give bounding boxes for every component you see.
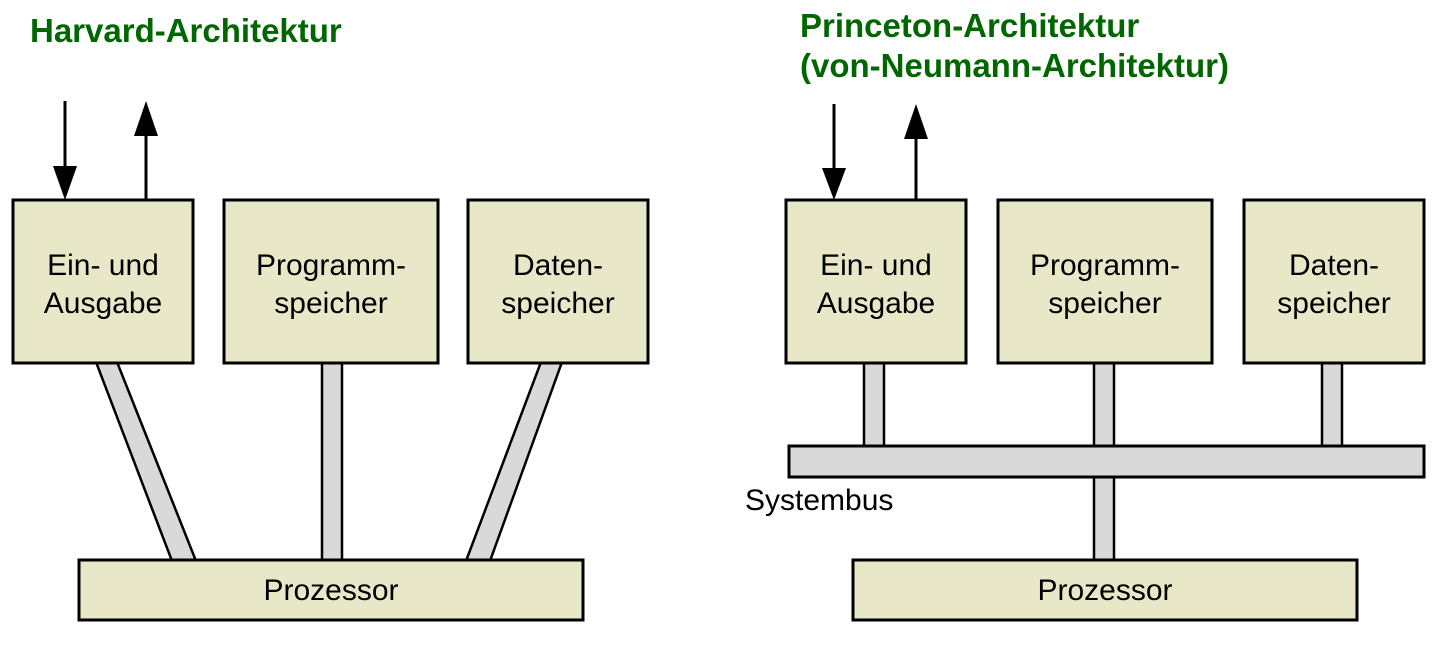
- left-processor-label: Prozessor: [263, 574, 398, 607]
- right-box-data-line1: Daten-: [1289, 249, 1379, 282]
- left-connector-program: [320, 360, 344, 563]
- left-diagram-title: Harvard-Architektur: [30, 12, 342, 49]
- right-box-program-line1: Programm-: [1030, 249, 1180, 282]
- right-input-arrow-icon: [822, 104, 846, 200]
- left-output-arrow-icon: [134, 101, 158, 200]
- left-box-io-line1: Ein- und: [47, 249, 159, 282]
- left-box-program-line1: Programm-: [256, 249, 406, 282]
- left-box-data-line2: speicher: [501, 287, 614, 320]
- left-connector-io: [94, 360, 198, 563]
- left-box-data-memory[interactable]: Daten- speicher: [466, 198, 650, 365]
- system-bus-label: Systembus: [745, 484, 893, 517]
- right-box-io-line1: Ein- und: [820, 249, 932, 282]
- left-box-processor[interactable]: Prozessor: [77, 558, 585, 622]
- left-box-program-memory[interactable]: Programm- speicher: [222, 198, 440, 365]
- left-box-program-line2: speicher: [274, 287, 387, 320]
- left-diagram-group: Harvard-Architektur Ein- und Ausgab: [11, 12, 650, 622]
- right-diagram-group: Princeton-Architektur (von-Neumann-Archi…: [745, 7, 1426, 622]
- left-box-io[interactable]: Ein- und Ausgabe: [11, 198, 195, 365]
- right-connector-program: [1092, 360, 1116, 449]
- system-bus-bar[interactable]: [787, 444, 1426, 479]
- right-processor-label: Prozessor: [1037, 574, 1172, 607]
- right-box-io-line2: Ausgabe: [817, 287, 935, 320]
- right-box-io[interactable]: Ein- und Ausgabe: [784, 198, 968, 365]
- right-box-data-line2: speicher: [1277, 287, 1390, 320]
- right-box-processor[interactable]: Prozessor: [851, 558, 1359, 622]
- left-box-data-line1: Daten-: [513, 249, 603, 282]
- right-box-program-line2: speicher: [1048, 287, 1161, 320]
- left-connector-data: [464, 360, 564, 563]
- left-box-io-line2: Ausgabe: [44, 287, 162, 320]
- right-output-arrow-icon: [904, 104, 928, 200]
- right-connector-data: [1320, 360, 1344, 449]
- right-diagram-title-line1: Princeton-Architektur: [800, 7, 1139, 44]
- right-connector-processor: [1092, 474, 1116, 563]
- right-box-program-memory[interactable]: Programm- speicher: [996, 198, 1214, 365]
- right-diagram-title-line2: (von-Neumann-Architektur): [800, 47, 1229, 84]
- right-box-data-memory[interactable]: Daten- speicher: [1242, 198, 1426, 365]
- right-connector-io: [862, 360, 886, 449]
- left-input-arrow-icon: [53, 101, 77, 200]
